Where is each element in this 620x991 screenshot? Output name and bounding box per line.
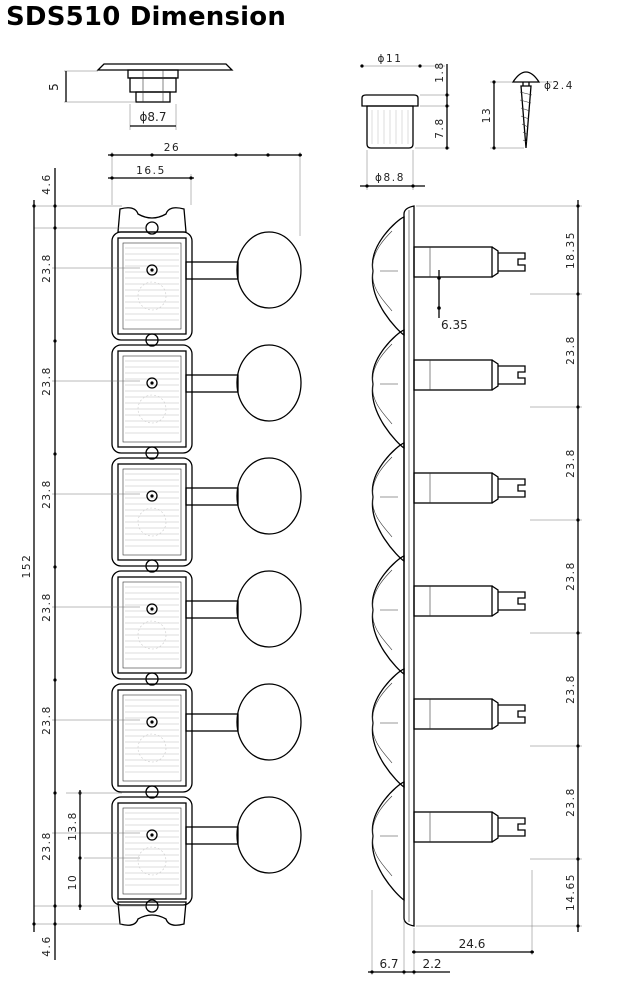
front-tuner-5 — [111, 683, 302, 793]
front-width-dimensions: 26 16.5 — [108, 142, 302, 236]
side-tuner-4 — [371, 555, 526, 675]
side-dimensions: 18.35 23.8 23.8 23.8 23.8 23.8 14.65 6.3… — [368, 200, 582, 975]
last-post-offset-label: 14.65 — [565, 873, 577, 911]
last-post-from-edge-label: 10 — [67, 874, 79, 891]
side-tuner-6 — [371, 781, 526, 901]
side-view-strip — [371, 205, 526, 927]
front-view-strip — [111, 207, 302, 926]
front-tuner-6 — [111, 796, 302, 906]
spacing-label-1: 23.8 — [41, 253, 53, 283]
post-diameter-label: 6.35 — [441, 318, 468, 332]
bushing-height-label: 5 — [47, 83, 61, 91]
front-height-dimensions: 4.6 4.6 23.8 23.8 23.8 23.8 23.8 23.8 15… — [21, 168, 146, 960]
front-tuner-2 — [111, 344, 302, 454]
post-length-label: 24.6 — [459, 937, 486, 951]
spacing-label-3: 23.8 — [41, 479, 53, 509]
bushing-diameter-label: ϕ8.7 — [140, 110, 167, 124]
side-spacing-label-2: 23.8 — [565, 448, 577, 478]
plate-depth-label: 6.7 — [379, 957, 398, 971]
side-tuner-3 — [371, 442, 526, 562]
side-spacing-label-5: 23.8 — [565, 787, 577, 817]
front-tuner-1 — [111, 231, 302, 341]
ferrule-body-label: 7.8 — [434, 117, 446, 139]
plate-thickness-label: 2.2 — [422, 957, 441, 971]
diagram-title: SDS510 Dimension — [6, 2, 287, 32]
side-spacing-label-1: 23.8 — [565, 335, 577, 365]
spacing-label-2: 23.8 — [41, 366, 53, 396]
top-margin-label: 4.6 — [41, 173, 53, 195]
side-tuner-5 — [371, 668, 526, 788]
total-length-label: 152 — [21, 554, 33, 579]
ferrule-top-diameter-label: ϕ11 — [377, 53, 402, 65]
screw-view: 13 ϕ2.4 — [481, 71, 574, 150]
front-tuner-4 — [111, 570, 302, 680]
ferrule-base-diameter-label: ϕ8.8 — [375, 172, 405, 184]
bushing-side-view: 5 ϕ8.7 — [47, 63, 234, 130]
first-post-offset-label: 18.35 — [565, 231, 577, 269]
side-spacing-label-3: 23.8 — [565, 561, 577, 591]
post-offset-label: 16.5 — [136, 165, 166, 177]
screw-length-label: 13 — [481, 107, 493, 124]
ferrule-view: ϕ11 1.8 7.8 ϕ8.8 — [360, 53, 450, 190]
bottom-margin-label: 4.6 — [41, 935, 53, 957]
front-tuner-3 — [111, 457, 302, 567]
spacing-label-4: 23.8 — [41, 592, 53, 622]
side-spacing-label-4: 23.8 — [565, 674, 577, 704]
spacing-label-6: 23.8 — [41, 831, 53, 861]
side-tuner-2 — [371, 329, 526, 449]
last-post-from-screw-label: 13.8 — [67, 811, 79, 841]
ferrule-flange-label: 1.8 — [434, 61, 446, 83]
total-width-label: 26 — [164, 142, 181, 154]
spacing-label-5: 23.8 — [41, 705, 53, 735]
screw-head-diameter-label: ϕ2.4 — [544, 80, 574, 92]
